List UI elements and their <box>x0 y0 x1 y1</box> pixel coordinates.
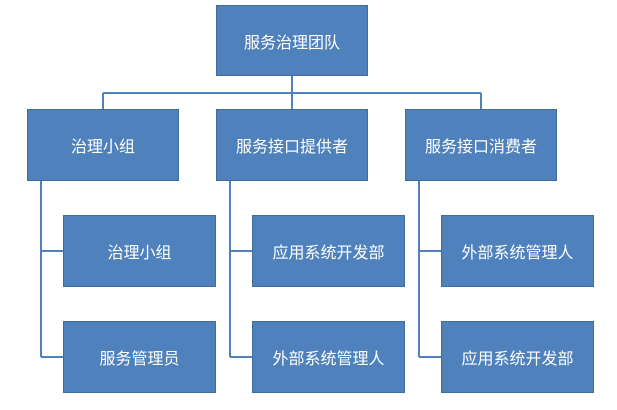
branch-node-governance-group: 治理小组 <box>27 109 179 181</box>
child-node-external-system-manager: 外部系统管理人 <box>441 215 594 287</box>
child-node-app-dev-dept: 应用系统开发部 <box>252 215 405 287</box>
child-node-service-administrator: 服务管理员 <box>63 321 216 393</box>
child-node-app-dev-dept: 应用系统开发部 <box>441 321 594 393</box>
branch-node-service-consumer: 服务接口消费者 <box>405 109 557 181</box>
branch-node-service-provider: 服务接口提供者 <box>216 109 368 181</box>
root-node: 服务治理团队 <box>216 5 368 76</box>
child-node-external-system-manager: 外部系统管理人 <box>252 321 405 393</box>
child-node-governance-group: 治理小组 <box>63 215 216 287</box>
